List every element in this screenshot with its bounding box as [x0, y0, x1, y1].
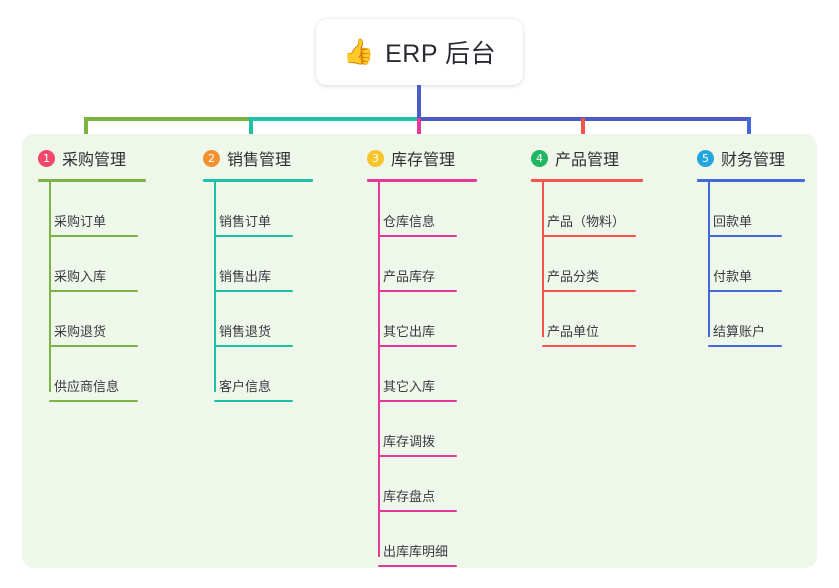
module-item[interactable]: 出库库明细	[383, 544, 449, 559]
module-item[interactable]: 采购退货	[54, 324, 107, 339]
module-column-5: 5 财务管理回款单付款单结算账户	[697, 0, 839, 440]
column-title: 库存管理	[391, 152, 456, 169]
module-item-rule	[378, 510, 457, 512]
module-item-rule	[378, 290, 457, 292]
module-item[interactable]: 供应商信息	[54, 379, 120, 394]
column-spine	[214, 179, 216, 392]
modules-panel	[22, 134, 817, 568]
column-header-4[interactable]: 4 产品管理	[531, 146, 619, 170]
module-column-3: 3 库存管理仓库信息产品库存其它出库其它入库库存调拨库存盘点出库库明细	[367, 0, 537, 567]
module-item[interactable]: 仓库信息	[383, 214, 436, 229]
column-header-rule	[203, 179, 313, 182]
thumbs-up-icon: 👍	[342, 37, 375, 66]
module-item[interactable]: 产品单位	[547, 324, 600, 339]
column-number-badge: 4	[531, 149, 548, 167]
column-header-3[interactable]: 3 库存管理	[367, 146, 455, 170]
module-item-rule	[214, 235, 293, 237]
module-item[interactable]: 客户信息	[219, 379, 272, 394]
module-item[interactable]: 结算账户	[713, 324, 766, 339]
column-header-2[interactable]: 2 销售管理	[203, 146, 291, 170]
column-header-rule	[697, 179, 805, 182]
module-item-rule	[378, 400, 457, 402]
module-column-4: 4 产品管理产品（物料） 产品分类产品单位	[531, 0, 701, 440]
column-spine	[378, 179, 380, 557]
column-header-5[interactable]: 5 财务管理	[697, 146, 785, 170]
module-item[interactable]: 销售订单	[219, 214, 272, 229]
module-item-rule	[214, 400, 293, 402]
module-item[interactable]: 其它出库	[383, 324, 436, 339]
module-item[interactable]: 库存调拨	[383, 434, 436, 449]
module-item-rule	[378, 345, 457, 347]
module-item-rule	[708, 290, 782, 292]
module-item-rule	[542, 345, 636, 347]
column-title: 销售管理	[227, 152, 292, 169]
column-title: 产品管理	[555, 152, 620, 169]
column-number-badge: 3	[367, 149, 384, 167]
column-number-badge: 5	[697, 149, 714, 167]
column-header-rule	[367, 179, 477, 182]
column-header-1[interactable]: 1 采购管理	[38, 146, 126, 170]
module-item[interactable]: 其它入库	[383, 379, 436, 394]
column-header-rule	[38, 179, 146, 182]
column-number-badge: 1	[38, 149, 55, 167]
module-item[interactable]: 销售退货	[219, 324, 272, 339]
module-item-rule	[542, 290, 636, 292]
module-item[interactable]: 产品（物料）	[547, 214, 626, 229]
module-item-rule	[49, 345, 138, 347]
module-item[interactable]: 回款单	[713, 214, 753, 229]
module-column-2: 2 销售管理销售订单销售出库销售退货客户信息	[203, 0, 373, 440]
module-item-rule	[378, 455, 457, 457]
module-item[interactable]: 产品分类	[547, 269, 600, 284]
module-item-rule	[708, 345, 782, 347]
module-item[interactable]: 产品库存	[383, 269, 436, 284]
root-node-label: ERP 后台	[385, 40, 497, 68]
column-number-badge: 2	[203, 149, 220, 167]
module-item-rule	[378, 235, 457, 237]
column-spine	[49, 179, 51, 392]
root-node-content: 👍 ERP 后台	[343, 34, 496, 70]
module-item-rule	[214, 290, 293, 292]
module-item[interactable]: 付款单	[713, 269, 753, 284]
module-item-rule	[708, 235, 782, 237]
column-spine	[708, 179, 710, 337]
root-node-erp-backend[interactable]: 👍 ERP 后台	[316, 19, 523, 85]
column-header-rule	[531, 179, 643, 182]
module-item-rule	[49, 235, 138, 237]
module-column-1: 1 采购管理采购订单采购入库采购退货供应商信息	[38, 0, 208, 440]
module-item-rule	[378, 565, 457, 567]
module-item[interactable]: 销售出库	[219, 269, 272, 284]
column-title: 采购管理	[62, 152, 127, 169]
module-item-rule	[49, 290, 138, 292]
column-spine	[542, 179, 544, 337]
module-item[interactable]: 采购入库	[54, 269, 107, 284]
module-item-rule	[542, 235, 636, 237]
column-title: 财务管理	[721, 152, 786, 169]
module-item-rule	[214, 345, 293, 347]
module-item[interactable]: 采购订单	[54, 214, 107, 229]
module-item-rule	[49, 400, 138, 402]
module-item[interactable]: 库存盘点	[383, 489, 436, 504]
